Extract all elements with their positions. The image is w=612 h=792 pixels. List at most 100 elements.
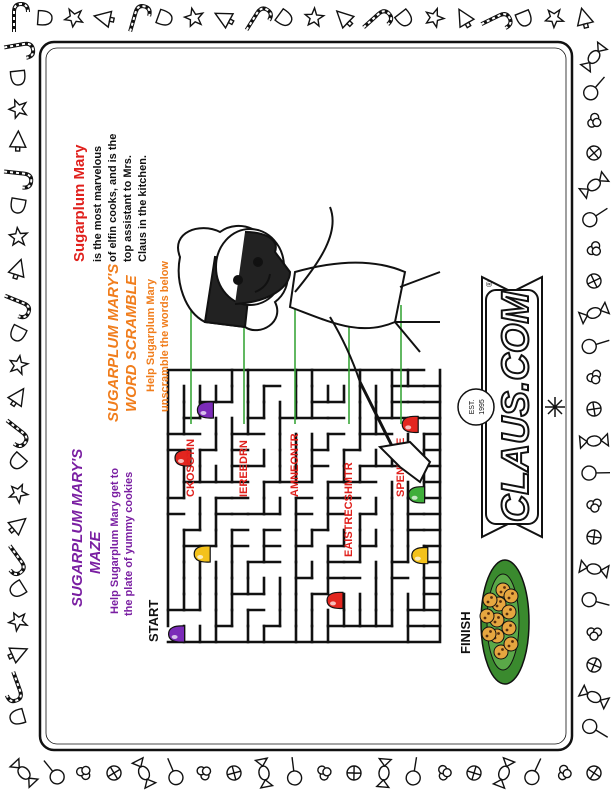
- tree-cookie-icon: [458, 7, 476, 29]
- peppermint-icon: [346, 765, 362, 781]
- maze-start-label: START: [146, 600, 161, 642]
- popcorn-icon: [317, 765, 332, 781]
- character-desc-line4: Claus in the kitchen.: [137, 155, 149, 262]
- cookie-icon: [501, 620, 517, 636]
- scramble-instructions-line1: Help Sugarplum Mary: [145, 278, 157, 392]
- candy-cane-icon: [244, 6, 273, 31]
- cookie-plate: [479, 559, 530, 685]
- gumdrop-icon: [514, 8, 532, 27]
- peppermint-icon: [586, 765, 602, 781]
- scramble-word: AMNEONTR: [289, 433, 301, 497]
- spatula-head: [377, 440, 432, 484]
- gumdrop-icon: [168, 625, 186, 643]
- inner-panel-shadow-line: [45, 47, 567, 745]
- lollipop-icon: [581, 592, 610, 608]
- star-cookie-icon: [543, 8, 566, 30]
- tree-cookie-icon: [576, 6, 595, 30]
- candy-cane-icon: [8, 544, 26, 577]
- peppermint-icon: [226, 765, 242, 781]
- wrapped-candy-icon: [130, 756, 158, 790]
- character-desc-line1: is the most marvelous: [92, 146, 104, 262]
- tree-cookie-icon: [213, 12, 235, 30]
- lollipop-icon: [581, 465, 611, 481]
- character-desc-line2: of elfin cooks, and is the: [107, 134, 119, 262]
- spatula: [358, 381, 397, 453]
- sugarplum-mary-illustration: [177, 206, 441, 484]
- gumdrop-icon: [393, 8, 413, 27]
- scramble-word: IEREEDRN: [238, 440, 250, 497]
- lollipop-icon: [582, 718, 609, 738]
- cookie-icon: [481, 626, 497, 642]
- candy-cane-icon: [3, 169, 34, 190]
- candy-cane-icon: [4, 293, 32, 320]
- peppermint-icon: [586, 145, 602, 161]
- gumdrop-icon: [9, 450, 29, 470]
- maze-wall-outer: [166, 368, 442, 644]
- popcorn-icon: [586, 498, 602, 513]
- popcorn-icon: [587, 112, 602, 128]
- star-cookie-icon: [7, 98, 28, 120]
- scramble-word-list: CKOSGTIN IEREEDRN AMNEONTR EAISTRECSHMTR…: [185, 433, 407, 557]
- gumdrop-icon: [193, 545, 211, 563]
- cookie-icon: [503, 588, 519, 604]
- lollipop-icon: [405, 757, 421, 786]
- gumdrop-icon: [408, 486, 426, 504]
- hair: [234, 231, 292, 305]
- candy-cane-icon: [5, 418, 29, 449]
- tree-cookie-icon: [7, 258, 25, 281]
- peppermint-icon: [586, 657, 602, 673]
- candy-cane-icon: [362, 9, 394, 29]
- wrapped-candy-icon: [578, 432, 610, 450]
- scramble-title-line2: WORD SCRAMBLE: [123, 274, 140, 412]
- cookie-icon: [482, 592, 498, 608]
- arm-down: [329, 316, 361, 383]
- maze-title-line2: MAZE: [87, 531, 104, 574]
- tree-cookie-icon: [6, 387, 25, 408]
- scramble-title-line1: SUGARPLUM MARY'S: [105, 264, 122, 422]
- gumdrop-icon: [174, 449, 192, 467]
- candy-cane-icon: [480, 12, 513, 30]
- rotated-content: SUGARPLUM MARY'S MAZE Help Sugarplum Mar…: [69, 134, 565, 685]
- eye-left: [233, 275, 243, 285]
- cookie-icon: [479, 608, 495, 624]
- wrapped-candy-icon: [577, 300, 611, 326]
- tree-cookie-icon: [7, 647, 29, 665]
- popcorn-icon: [75, 765, 91, 781]
- gumdrop-icon: [9, 69, 26, 86]
- arm-raised: [294, 206, 334, 293]
- gumdrop-icon: [411, 546, 429, 565]
- gumdrop-icon: [274, 7, 293, 27]
- peppermint-icon: [106, 765, 122, 781]
- candy-border: [3, 1, 611, 790]
- legs: [394, 271, 441, 353]
- peppermint-icon: [586, 401, 602, 417]
- candy-cane-icon: [128, 4, 152, 33]
- gumdrop-icon: [10, 197, 27, 214]
- popcorn-icon: [557, 764, 572, 781]
- popcorn-icon: [586, 241, 602, 256]
- character-name: Sugarplum Mary: [71, 144, 88, 262]
- popcorn-icon: [586, 627, 603, 641]
- peppermint-icon: [466, 765, 482, 781]
- cookie-pile: [479, 582, 519, 660]
- logo-registered-mark: ®: [485, 281, 494, 287]
- star-cookie-icon: [303, 5, 326, 28]
- eye-right: [253, 257, 263, 267]
- star-cookie-icon: [8, 353, 31, 377]
- candy-cane-icon: [12, 1, 30, 32]
- wrapped-candy-icon: [577, 683, 611, 711]
- star-cookie-icon: [424, 6, 447, 30]
- wrapped-candy-icon: [491, 756, 517, 790]
- logo-est-seal: [457, 388, 495, 426]
- lollipop-icon: [582, 207, 608, 228]
- logo-est-line1: EST.: [469, 400, 476, 415]
- star-cookie-icon: [6, 611, 29, 633]
- lollipop-icon: [43, 760, 65, 785]
- cookie-icon: [493, 644, 509, 660]
- maze-gumdrops: [168, 401, 429, 643]
- popcorn-icon: [438, 764, 452, 781]
- star-cookie-icon: [7, 225, 30, 247]
- wrapped-candy-icon: [579, 40, 609, 74]
- star-cookie-icon: [7, 482, 30, 505]
